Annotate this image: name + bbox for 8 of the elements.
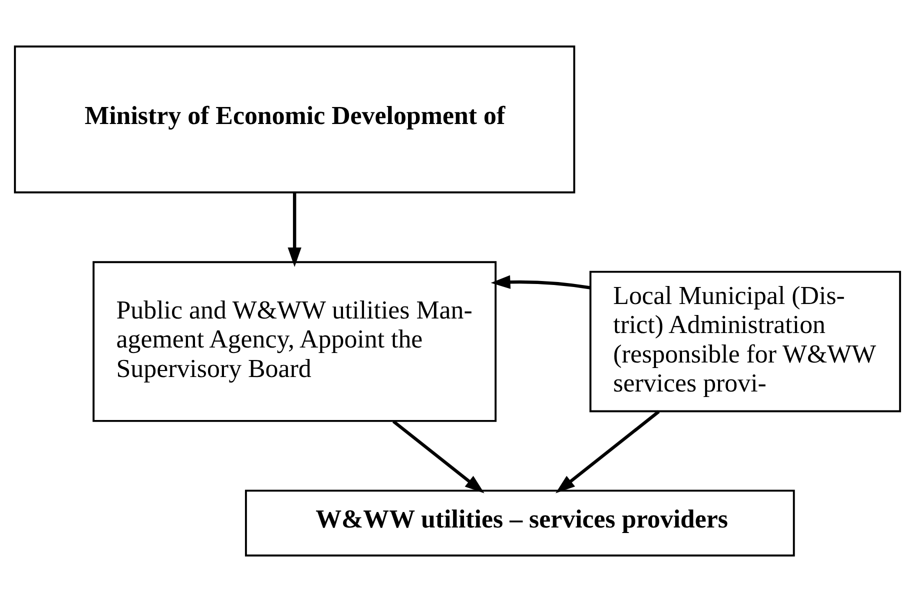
node-box: Local Municipal (Dis- trict) Administration (responsible for W&WW services provi- — [589, 270, 902, 412]
arrow — [288, 192, 302, 266]
arrow — [556, 410, 660, 493]
node-box: W&WW utilities – services providers — [244, 489, 795, 556]
arrow — [490, 274, 590, 289]
node-box: Public and W&WW utilities Man- agement Agency, Appoint the Supervisory Board — [92, 260, 497, 422]
node-box: Ministry of Economic Development of — [14, 45, 576, 193]
arrow — [392, 420, 484, 493]
